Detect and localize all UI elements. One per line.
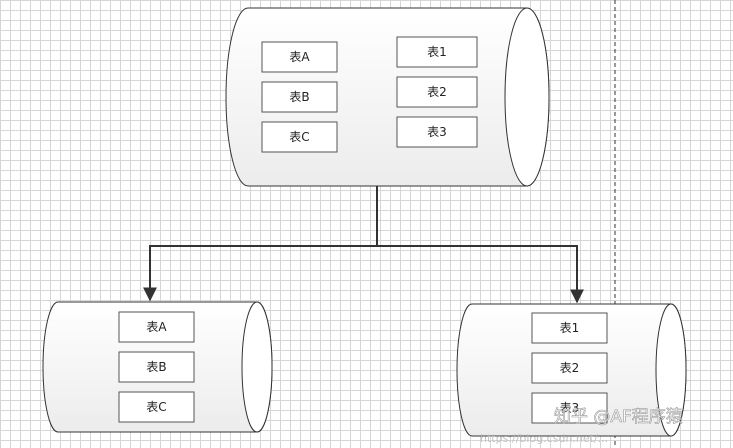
svg-text:表1: 表1 xyxy=(427,45,447,59)
source-table-3[interactable]: 表3 xyxy=(396,116,478,148)
svg-text:表3: 表3 xyxy=(427,125,447,139)
svg-text:表C: 表C xyxy=(146,400,166,414)
source-table-a[interactable]: 表A xyxy=(261,41,338,73)
source-database-end xyxy=(504,7,550,187)
svg-text:表B: 表B xyxy=(289,90,309,104)
svg-text:表1: 表1 xyxy=(560,321,580,335)
svg-text:表A: 表A xyxy=(289,50,310,64)
svg-text:表3: 表3 xyxy=(560,401,580,415)
target-left-table-b[interactable]: 表B xyxy=(118,351,195,383)
svg-text:表2: 表2 xyxy=(560,361,580,375)
target-left-table-a[interactable]: 表A xyxy=(118,311,195,343)
target-left-table-c[interactable]: 表C xyxy=(118,391,195,423)
svg-text:表A: 表A xyxy=(146,320,167,334)
target-left-end xyxy=(241,301,273,433)
target-right-table-2[interactable]: 表2 xyxy=(531,352,608,384)
connector-to-left xyxy=(143,245,377,302)
svg-text:表C: 表C xyxy=(289,130,309,144)
target-right-end xyxy=(655,303,687,437)
connectors xyxy=(143,186,584,304)
svg-text:表B: 表B xyxy=(146,360,166,374)
source-table-c[interactable]: 表C xyxy=(261,121,338,153)
watermark-secondary: https://blog.csdn.net/... xyxy=(480,432,608,445)
source-table-2[interactable]: 表2 xyxy=(396,76,478,108)
source-table-b[interactable]: 表B xyxy=(261,81,338,113)
watermark-primary: 知乎 @AF程序猿 xyxy=(554,407,683,427)
target-right-table-1[interactable]: 表1 xyxy=(531,312,608,344)
target-right-table-3[interactable]: 表3 xyxy=(531,392,608,424)
svg-text:表2: 表2 xyxy=(427,85,447,99)
connector-to-right xyxy=(377,245,584,304)
source-table-1[interactable]: 表1 xyxy=(396,36,478,68)
